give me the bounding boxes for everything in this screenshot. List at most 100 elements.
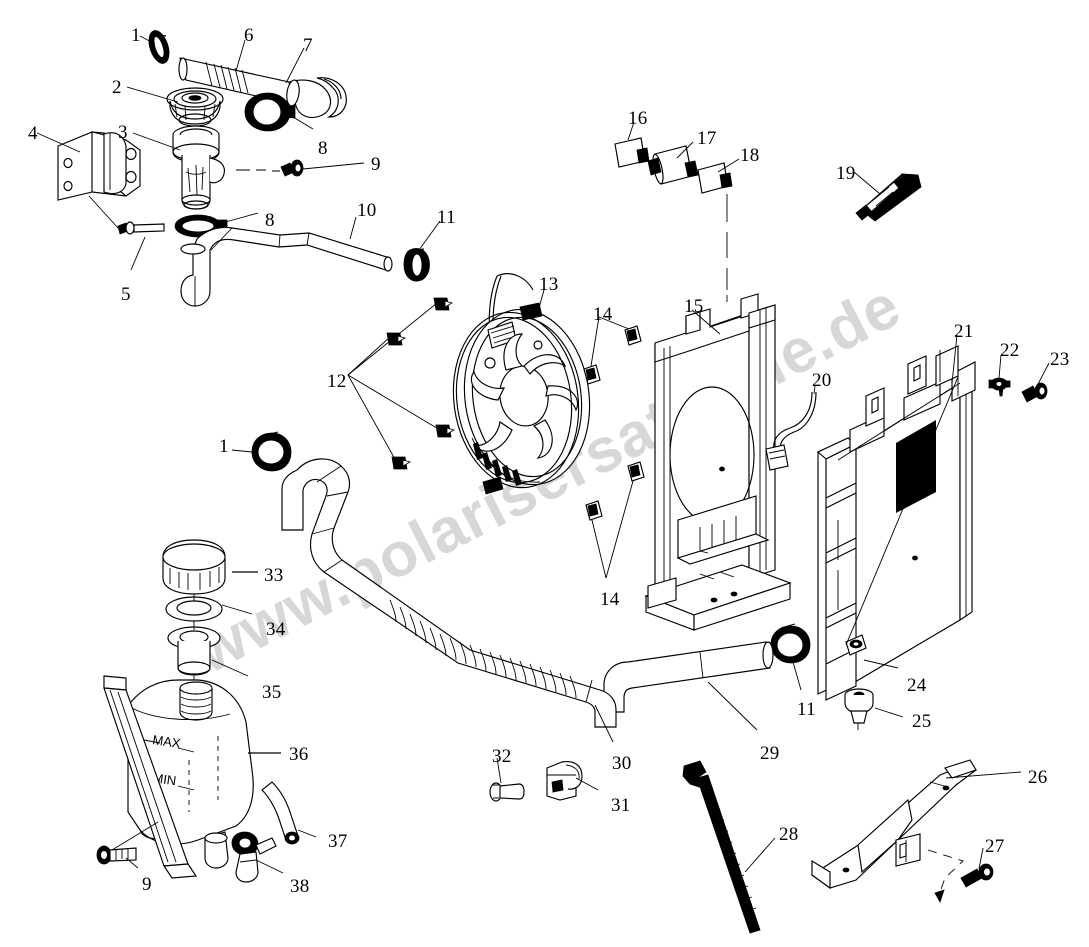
callout-19: 19 [836,163,856,184]
part-bolt-32 [489,782,525,802]
part-fan-clip-14a [583,364,601,385]
part-lower-hose [180,226,393,307]
callout-20: 20 [812,370,832,391]
leader-9-top [302,162,365,170]
part-screw-bottom [96,845,137,865]
leader-9-bottom-b [125,857,139,869]
part-lower-support-bracket [810,759,978,903]
part-clamp-ring-lower [770,623,811,664]
leader-10 [349,216,357,240]
callout-25: 25 [912,711,932,732]
leader-28 [744,837,776,873]
callout-21: 21 [954,321,974,342]
callout-14-top: 14 [593,304,613,325]
leader-29 [707,681,758,731]
leader-34 [221,604,253,615]
callout-11-upper: 11 [437,207,456,228]
leader-4 [36,132,81,153]
part-filler-neck [172,125,225,210]
callout-33: 33 [264,565,284,586]
part-vent-hose [261,781,300,845]
leader-11-upper [418,220,441,251]
callout-18: 18 [740,145,760,166]
centerline-9 [236,169,280,172]
callout-23: 23 [1050,349,1070,370]
leader-22 [998,354,1002,379]
leader-8-a [287,113,314,130]
leader-16 [627,121,635,141]
leader-21 [951,334,958,384]
part-hose-clamp-a [244,92,296,132]
callout-9-bottom: 9 [142,874,152,895]
callout-35: 35 [262,682,282,703]
part-fan-clip-14b [624,325,642,346]
callout-38: 38 [290,876,310,897]
leader-6 [235,39,246,72]
leader-35 [211,659,249,677]
leader-26 [945,771,1022,779]
leader-7 [285,47,305,84]
leader-11-lower [792,661,802,691]
callout-36: 36 [289,744,309,765]
callout-30: 30 [612,753,632,774]
leader-38 [255,859,284,874]
leaders-14-bottom [591,480,634,579]
part-radiator [816,345,976,701]
callout-8-a: 8 [318,138,328,159]
part-cooling-fan [452,273,591,495]
leader-32 [496,757,502,784]
callout-34: 34 [266,619,286,640]
callout-27: 27 [985,836,1005,857]
part-rubber-mount [844,688,874,730]
callout-1-top: 1 [131,25,141,46]
leader-5 [130,236,146,271]
callout-13: 13 [539,274,559,295]
part-hose-clamp-small-mid [251,431,292,472]
callout-32: 32 [492,746,512,767]
callout-24: 24 [907,675,927,696]
callout-6: 6 [244,25,254,46]
callout-22: 22 [1000,340,1020,361]
part-clamp-ring-upper [403,248,430,282]
part-screw-23 [1021,382,1048,403]
part-temperature-sensor [855,173,922,222]
reservoir-max-label: MAX [152,732,182,751]
leader-1-top [139,35,156,45]
callout-11-lower: 11 [797,699,816,720]
callout-14-bottom: 14 [600,589,620,610]
callout-5: 5 [121,284,131,305]
leader-37 [297,829,317,838]
leader-9-bottom-a [111,821,159,851]
part-hose-clamp-small-top [148,30,170,64]
leader-17 [676,141,694,159]
part-hose-retainer [546,761,583,801]
part-cap-seal [165,596,223,622]
part-fan-shroud [644,293,792,631]
part-cable-tie [682,760,761,934]
callout-16: 16 [628,108,648,129]
leader-19 [853,171,881,195]
leader-30 [594,704,614,743]
part-thermostatic-switch [647,145,699,185]
callout-12: 12 [327,371,347,392]
callout-17: 17 [697,128,717,149]
part-reservoir-cap [162,539,226,595]
callout-4: 4 [28,123,38,144]
callout-15: 15 [684,296,704,317]
leader-20 [813,385,816,395]
leader-25 [874,707,904,718]
callout-9-top: 9 [371,154,381,175]
part-screw-top [280,159,304,177]
callout-29: 29 [760,743,780,764]
part-fan-clip-14d [627,461,645,482]
part-screw-27 [960,863,994,888]
part-wire-harness [765,391,817,471]
callout-10: 10 [357,200,377,221]
leader-23 [1036,362,1050,387]
callout-26: 26 [1028,767,1048,788]
part-main-hose [281,458,617,728]
callout-1-mid: 1 [219,436,229,457]
leader-8-b [221,212,259,224]
